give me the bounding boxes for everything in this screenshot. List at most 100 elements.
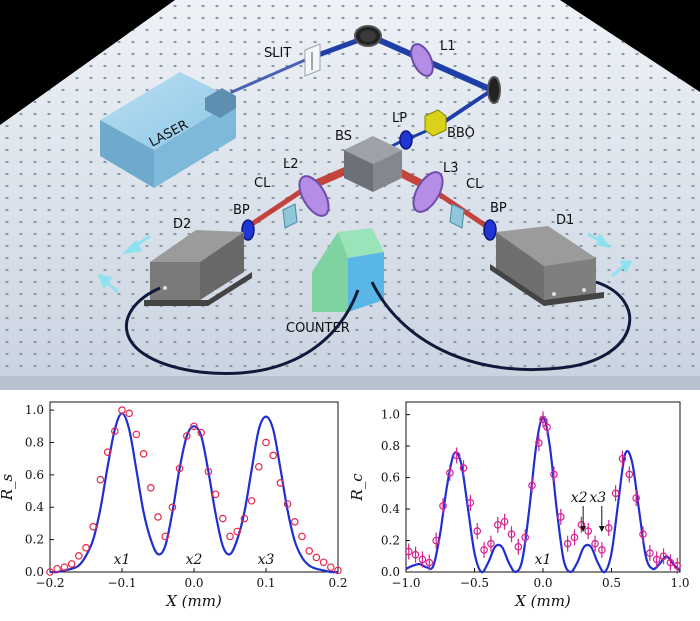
plot-frame: [49, 401, 339, 573]
data-point: [557, 513, 565, 521]
x-tick-label: 1.0: [670, 576, 689, 590]
rs-ylabel: R_s: [0, 473, 16, 501]
data-point: [89, 522, 98, 531]
data-point: [111, 427, 119, 435]
annotation-label: x3: [589, 490, 606, 506]
data-point: [446, 469, 454, 477]
data-point: [646, 549, 654, 557]
lens-l2: L2: [283, 157, 330, 217]
data-point: [118, 406, 126, 414]
data-point: [673, 561, 682, 570]
setup-diagram: LASER SLIT L1 BBO LP BS L2: [0, 0, 700, 390]
data-point: [659, 552, 668, 561]
data-point: [305, 547, 314, 555]
data-point: [528, 481, 536, 490]
data-point: [147, 484, 155, 492]
l3-label: L3: [443, 161, 459, 176]
x-axis-label: X (mm): [514, 592, 571, 610]
data-point: [219, 514, 227, 523]
rs-data-points: [46, 406, 342, 576]
data-point: [168, 503, 177, 512]
data-point: [262, 438, 270, 447]
detector-d1: D1: [490, 213, 604, 306]
data-point: [60, 563, 69, 571]
data-point: [175, 464, 184, 473]
detector-d2: D2: [144, 217, 252, 306]
data-point: [452, 451, 461, 460]
y-tick-label: 1.0: [381, 408, 400, 422]
l1-label: L1: [440, 39, 456, 54]
data-point: [466, 498, 475, 507]
bp-filter-right: BP: [483, 201, 507, 241]
data-point: [543, 423, 551, 431]
cyl-lens-left: CL: [254, 176, 298, 229]
data-point: [500, 517, 509, 526]
y-tick-label: 1.0: [25, 403, 44, 417]
counter-unit: COUNTER: [286, 228, 384, 336]
data-point: [473, 527, 482, 535]
slit-label: SLIT: [264, 46, 291, 61]
x-axis-label: X (mm): [165, 592, 222, 610]
y-tick-label: 0.8: [25, 435, 44, 449]
data-point: [290, 518, 299, 526]
annotation-label: x1: [535, 552, 552, 568]
data-point: [632, 494, 640, 502]
cables: [124, 280, 632, 375]
table-edge: [0, 376, 700, 390]
fit-line: [405, 416, 681, 574]
x-tick-label: −1.0: [391, 576, 420, 590]
data-point: [132, 430, 141, 439]
data-point: [161, 532, 170, 541]
rc-ylabel: R_c: [350, 473, 366, 502]
y-tick-label: 0.8: [381, 439, 400, 453]
data-point: [247, 496, 256, 505]
data-point: [226, 532, 234, 541]
bbo-crystal: BBO: [424, 109, 475, 141]
x-tick-label: −0.5: [460, 576, 489, 590]
annotation-label: x3: [258, 552, 275, 568]
data-point: [197, 428, 206, 437]
d1-label: D1: [556, 213, 574, 228]
data-point: [418, 555, 427, 564]
y-tick-label: 0.6: [25, 468, 44, 482]
y-axis-label: R_s: [0, 473, 16, 501]
bp-left-label: BP: [233, 203, 250, 218]
d1-motion-arrows: [587, 232, 633, 278]
data-point: [240, 514, 249, 523]
data-point: [550, 470, 558, 479]
data-point: [96, 475, 105, 484]
data-point: [326, 563, 335, 571]
l2-label: L2: [283, 157, 299, 172]
data-point: [539, 415, 547, 424]
data-point: [598, 546, 606, 554]
bp-right-label: BP: [490, 201, 507, 216]
data-point: [618, 454, 627, 463]
data-point: [493, 520, 502, 529]
y-axis-label: R_c: [350, 473, 366, 502]
data-point: [312, 553, 321, 562]
data-point: [154, 513, 162, 521]
data-point: [46, 568, 54, 576]
lens-l1: L1: [410, 39, 456, 77]
rs-xlabel: X (mm): [165, 592, 222, 610]
d2-motion-arrows: [97, 234, 151, 294]
data-point: [425, 558, 434, 567]
data-point: [125, 409, 134, 418]
data-point: [298, 532, 306, 541]
annotation-label: x1: [114, 552, 131, 568]
data-point: [432, 536, 440, 545]
d2-label: D2: [173, 217, 191, 232]
annotation-arrowhead: [598, 526, 605, 532]
data-point: [507, 530, 516, 539]
data-point: [459, 464, 468, 472]
data-point: [439, 502, 447, 510]
y-tick-label: 0.4: [25, 500, 44, 514]
mirror-top: [354, 25, 382, 47]
fit-line: [49, 412, 339, 574]
rc-fit-curve: [405, 416, 681, 574]
data-point: [53, 564, 62, 573]
data-point: [514, 543, 523, 551]
data-point: [319, 558, 328, 567]
